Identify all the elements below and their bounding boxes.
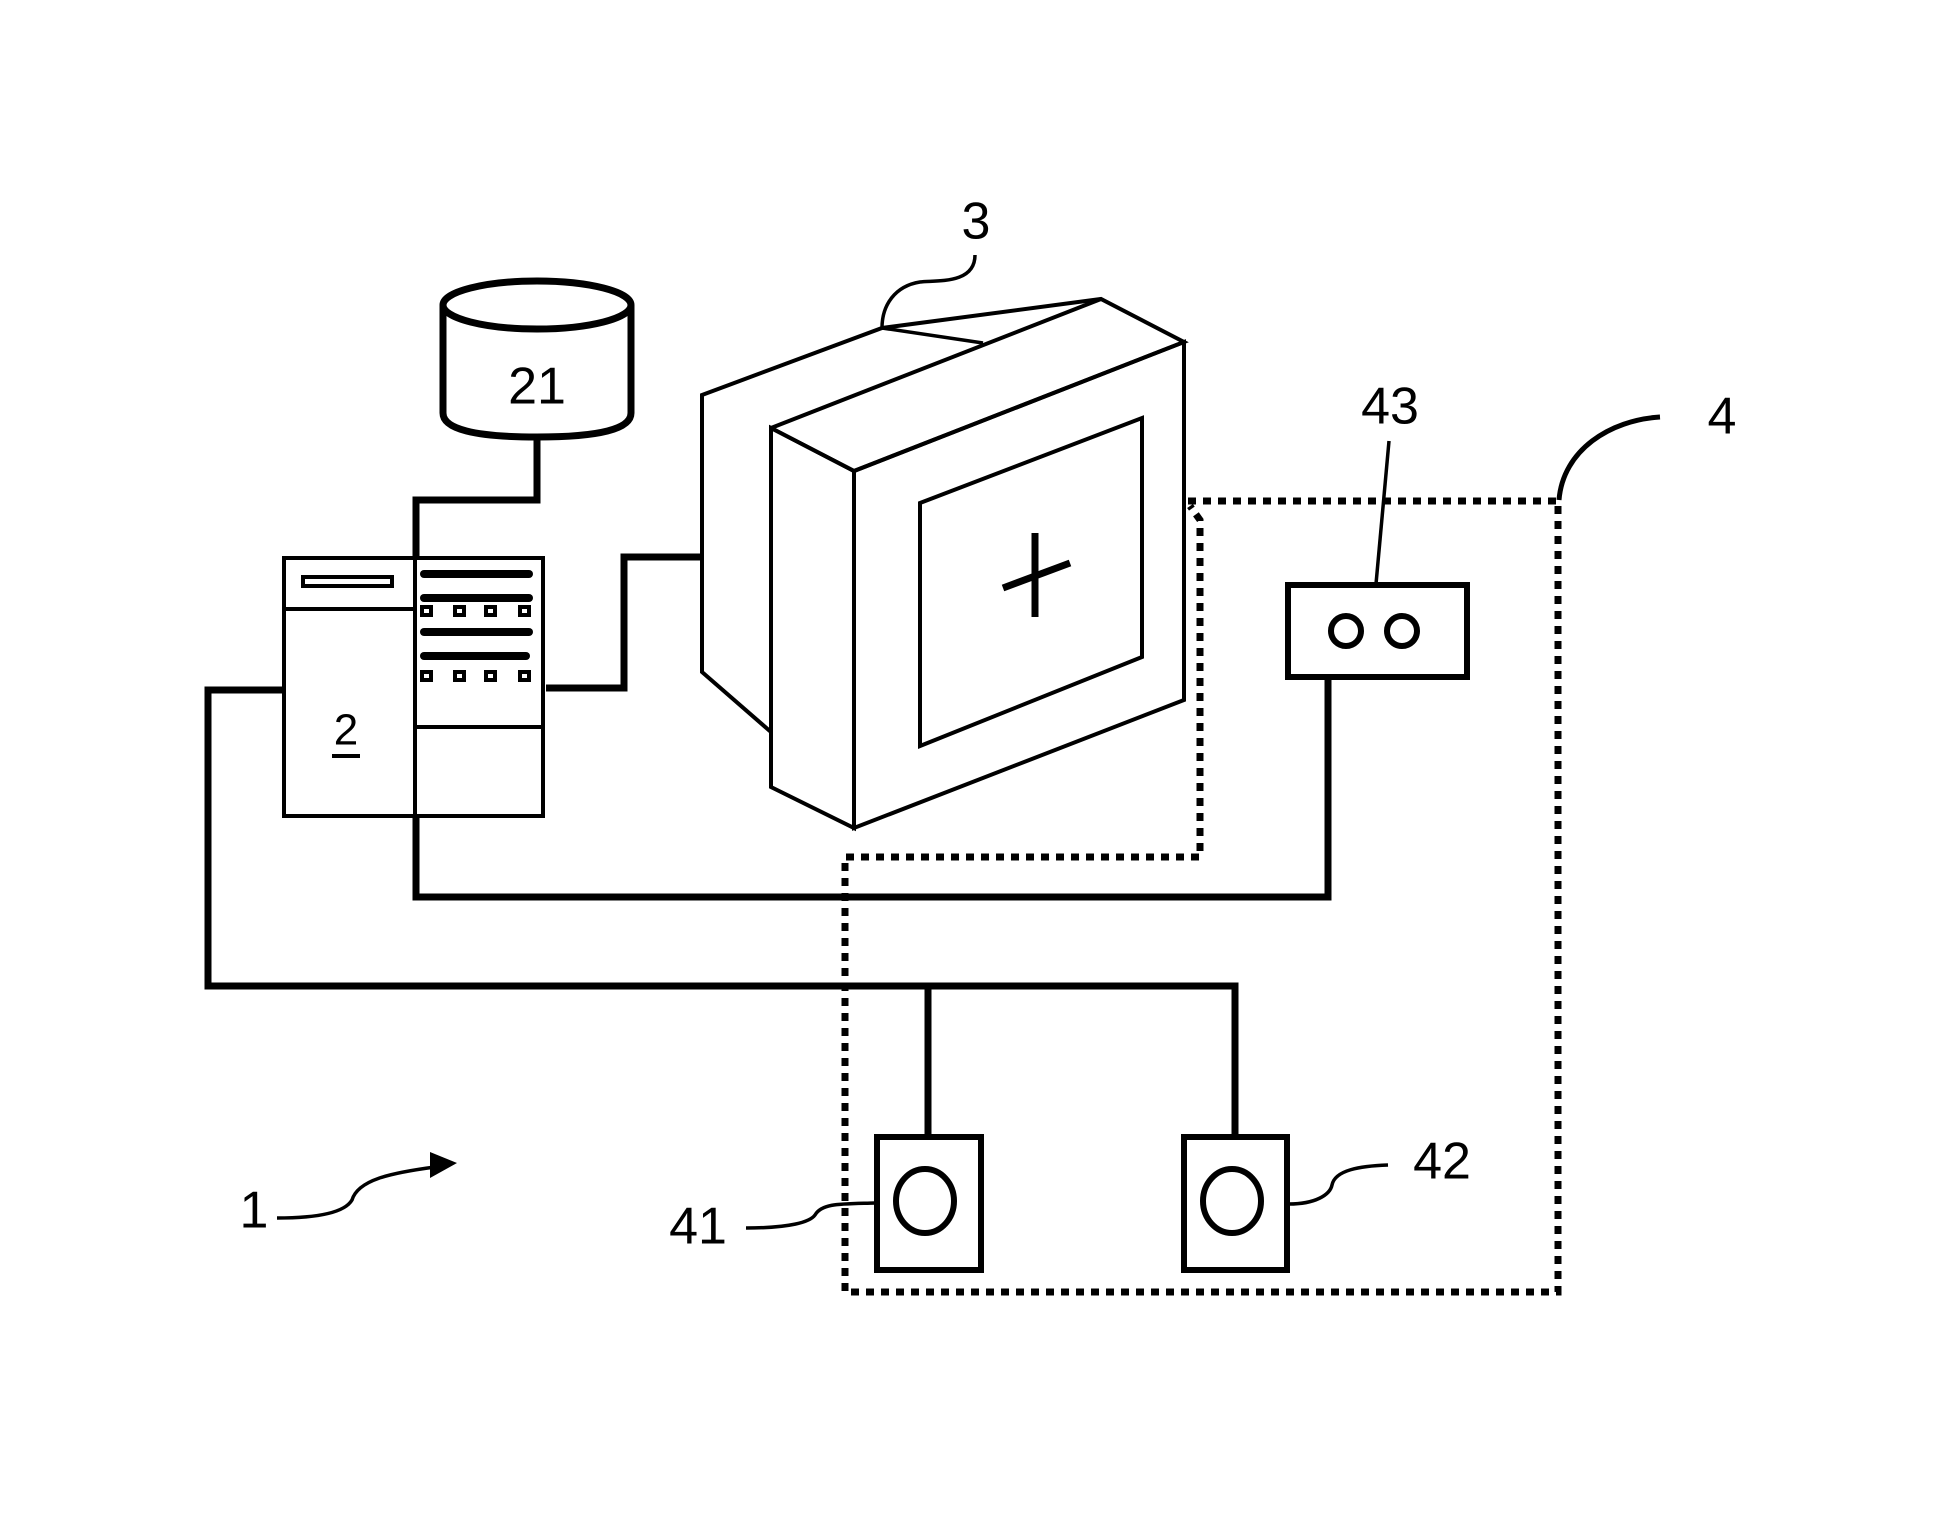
wire-computer-device-43	[412, 679, 1332, 901]
cross-cursor-icon	[1001, 533, 1072, 617]
storage-database-icon: 21	[439, 277, 635, 441]
display-monitor-icon	[700, 296, 1189, 832]
computer-tower-icon: 2	[282, 556, 545, 818]
label-computer: 2	[334, 706, 358, 755]
wire-computer-devices-41-42	[204, 686, 1239, 1135]
indicator-lights	[420, 605, 531, 682]
label-device-43: 43	[1361, 378, 1419, 436]
input-device-42-icon	[1181, 1134, 1290, 1273]
input-device-41-icon	[874, 1134, 984, 1273]
wire-computer-display	[546, 553, 702, 692]
screen	[918, 415, 1144, 749]
label-system: 1	[240, 1182, 269, 1240]
connection-wires	[204, 437, 1332, 1135]
label-device-41: 41	[669, 1198, 727, 1256]
label-input-unit: 4	[1708, 388, 1737, 446]
system-arrow-icon	[430, 1152, 457, 1178]
label-storage: 21	[508, 358, 566, 416]
leader-lines	[276, 254, 1661, 1230]
label-device-42: 42	[1413, 1133, 1471, 1191]
input-unit-boundary	[841, 497, 1562, 1296]
wire-storage-computer	[412, 437, 541, 557]
drive-slot-icon	[301, 575, 394, 588]
input-device-43-icon	[1285, 582, 1470, 680]
label-display: 3	[962, 193, 991, 251]
